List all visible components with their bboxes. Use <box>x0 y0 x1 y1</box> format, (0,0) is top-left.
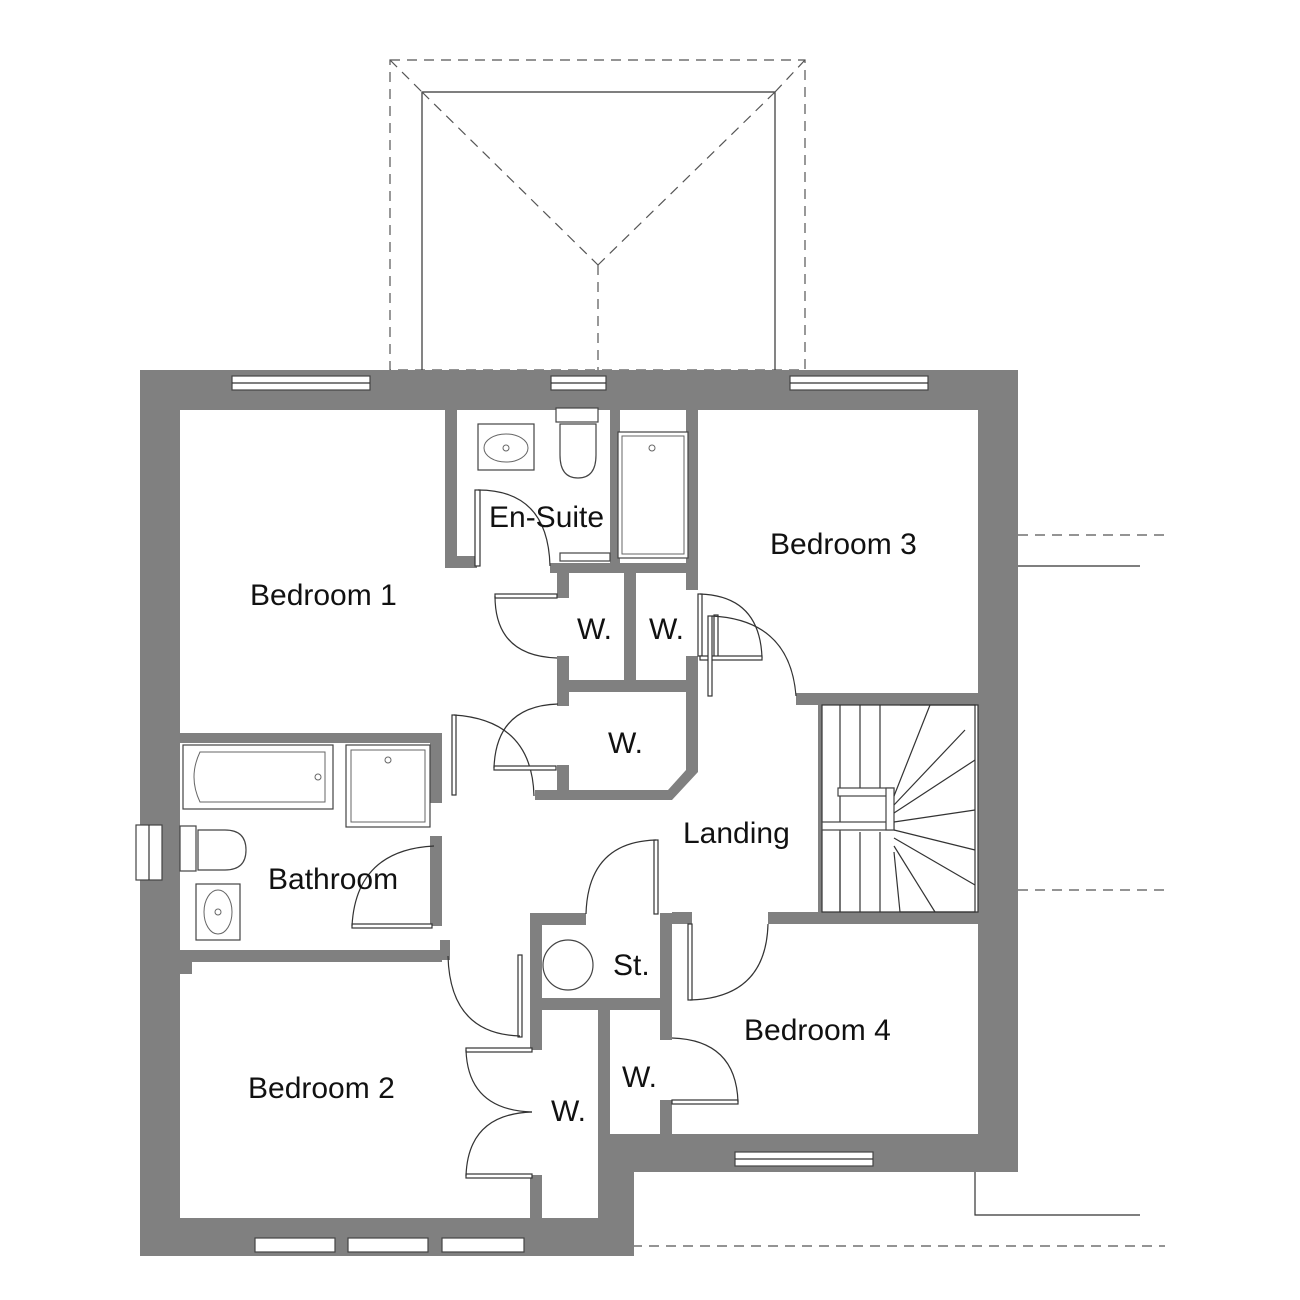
bathroom-toilet-cistern <box>179 825 197 872</box>
staircase <box>821 704 979 913</box>
label-ensuite: En-Suite <box>489 501 604 534</box>
bathroom-fixtures <box>179 744 431 941</box>
windows <box>135 375 929 1253</box>
label-bedroom-3: Bedroom 3 <box>770 528 917 561</box>
label-bedroom-2: Bedroom 2 <box>248 1072 395 1105</box>
doors <box>351 489 797 1179</box>
label-bathroom: Bathroom <box>268 863 398 896</box>
bathroom-toilet <box>197 829 247 871</box>
label-bedroom-1: Bedroom 1 <box>250 579 397 612</box>
ensuite-fixtures <box>477 407 689 562</box>
label-wardrobe-a: W. <box>577 613 612 646</box>
label-bedroom-4: Bedroom 4 <box>744 1014 891 1047</box>
interior-walls <box>180 408 978 1225</box>
ensuite-door <box>474 489 481 567</box>
ensuite-toilet <box>559 423 597 479</box>
label-wardrobe-e: W. <box>622 1061 657 1094</box>
ensuite-toilet-cistern <box>555 407 599 423</box>
external-lines <box>632 534 1165 1247</box>
room-labels: Bedroom 1 En-Suite Bedroom 3 Landing Bat… <box>248 501 917 1128</box>
label-wardrobe-d: W. <box>551 1095 586 1128</box>
label-wardrobe-c: W. <box>608 727 643 760</box>
label-wardrobe-b: W. <box>649 613 684 646</box>
label-storage: St. <box>613 949 650 982</box>
label-landing: Landing <box>683 817 790 850</box>
roof-outline <box>389 59 806 371</box>
hot-water-cylinder <box>542 939 594 991</box>
